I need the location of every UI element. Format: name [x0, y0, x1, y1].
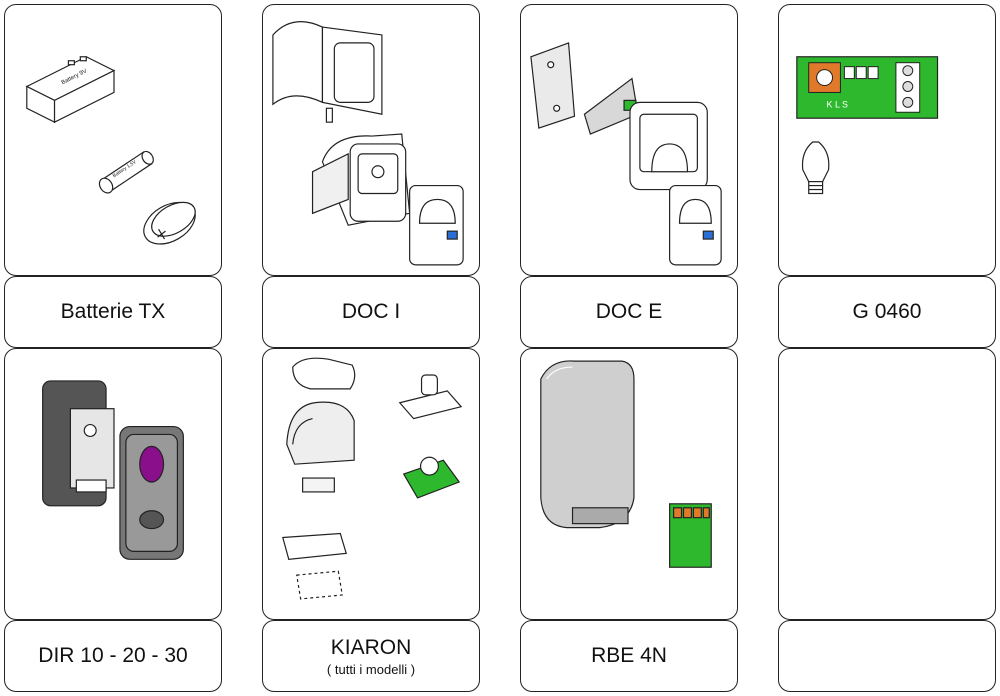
- dir-image-card[interactable]: [4, 348, 222, 620]
- product-label: DIR 10 - 20 - 30: [38, 644, 188, 667]
- doc-e-label-card[interactable]: DOC E: [520, 276, 738, 348]
- batterie-tx-image-card[interactable]: Battery 9V Battery 1,5V: [4, 4, 222, 276]
- product-label: Batterie TX: [60, 300, 166, 323]
- product-label: DOC E: [595, 300, 663, 323]
- rbe4n-label-card[interactable]: RBE 4N: [520, 620, 738, 692]
- doc-i-label-card[interactable]: DOC I: [262, 276, 480, 348]
- rbe4n-image-card[interactable]: [520, 348, 738, 620]
- kiaron-lamp-exploded-illustration: [282, 357, 463, 600]
- doc-i-image-card[interactable]: [262, 4, 480, 276]
- empty-label-card: [778, 620, 996, 692]
- g0460-image-card[interactable]: K L S: [778, 4, 996, 276]
- kiaron-image-card[interactable]: [262, 348, 480, 620]
- g0460-label-card[interactable]: G 0460: [778, 276, 996, 348]
- product-sublabel: ( tutti i modelli ): [326, 661, 416, 677]
- rbe4n-receiver-illustration: [540, 360, 712, 568]
- product-label: KIARON: [330, 635, 412, 659]
- product-label: RBE 4N: [591, 644, 667, 667]
- batterie-tx-label-card[interactable]: Batterie TX: [4, 276, 222, 348]
- dir-photocell-illustration: [42, 380, 184, 560]
- g0460-board-text: K L S: [827, 99, 849, 109]
- product-label: G 0460: [852, 300, 922, 323]
- batteries-illustration: Battery 9V Battery 1,5V: [25, 56, 196, 245]
- doc-i-photocell-illustration: [272, 21, 464, 266]
- kiaron-label-card[interactable]: KIARON ( tutti i modelli ): [262, 620, 480, 692]
- g0460-board-and-bulb-illustration: K L S: [796, 56, 939, 195]
- empty-image-card: [778, 348, 996, 620]
- product-label: DOC I: [341, 300, 401, 323]
- dir-label-card[interactable]: DIR 10 - 20 - 30: [4, 620, 222, 692]
- doc-e-photocell-illustration: [530, 42, 722, 266]
- doc-e-image-card[interactable]: [520, 4, 738, 276]
